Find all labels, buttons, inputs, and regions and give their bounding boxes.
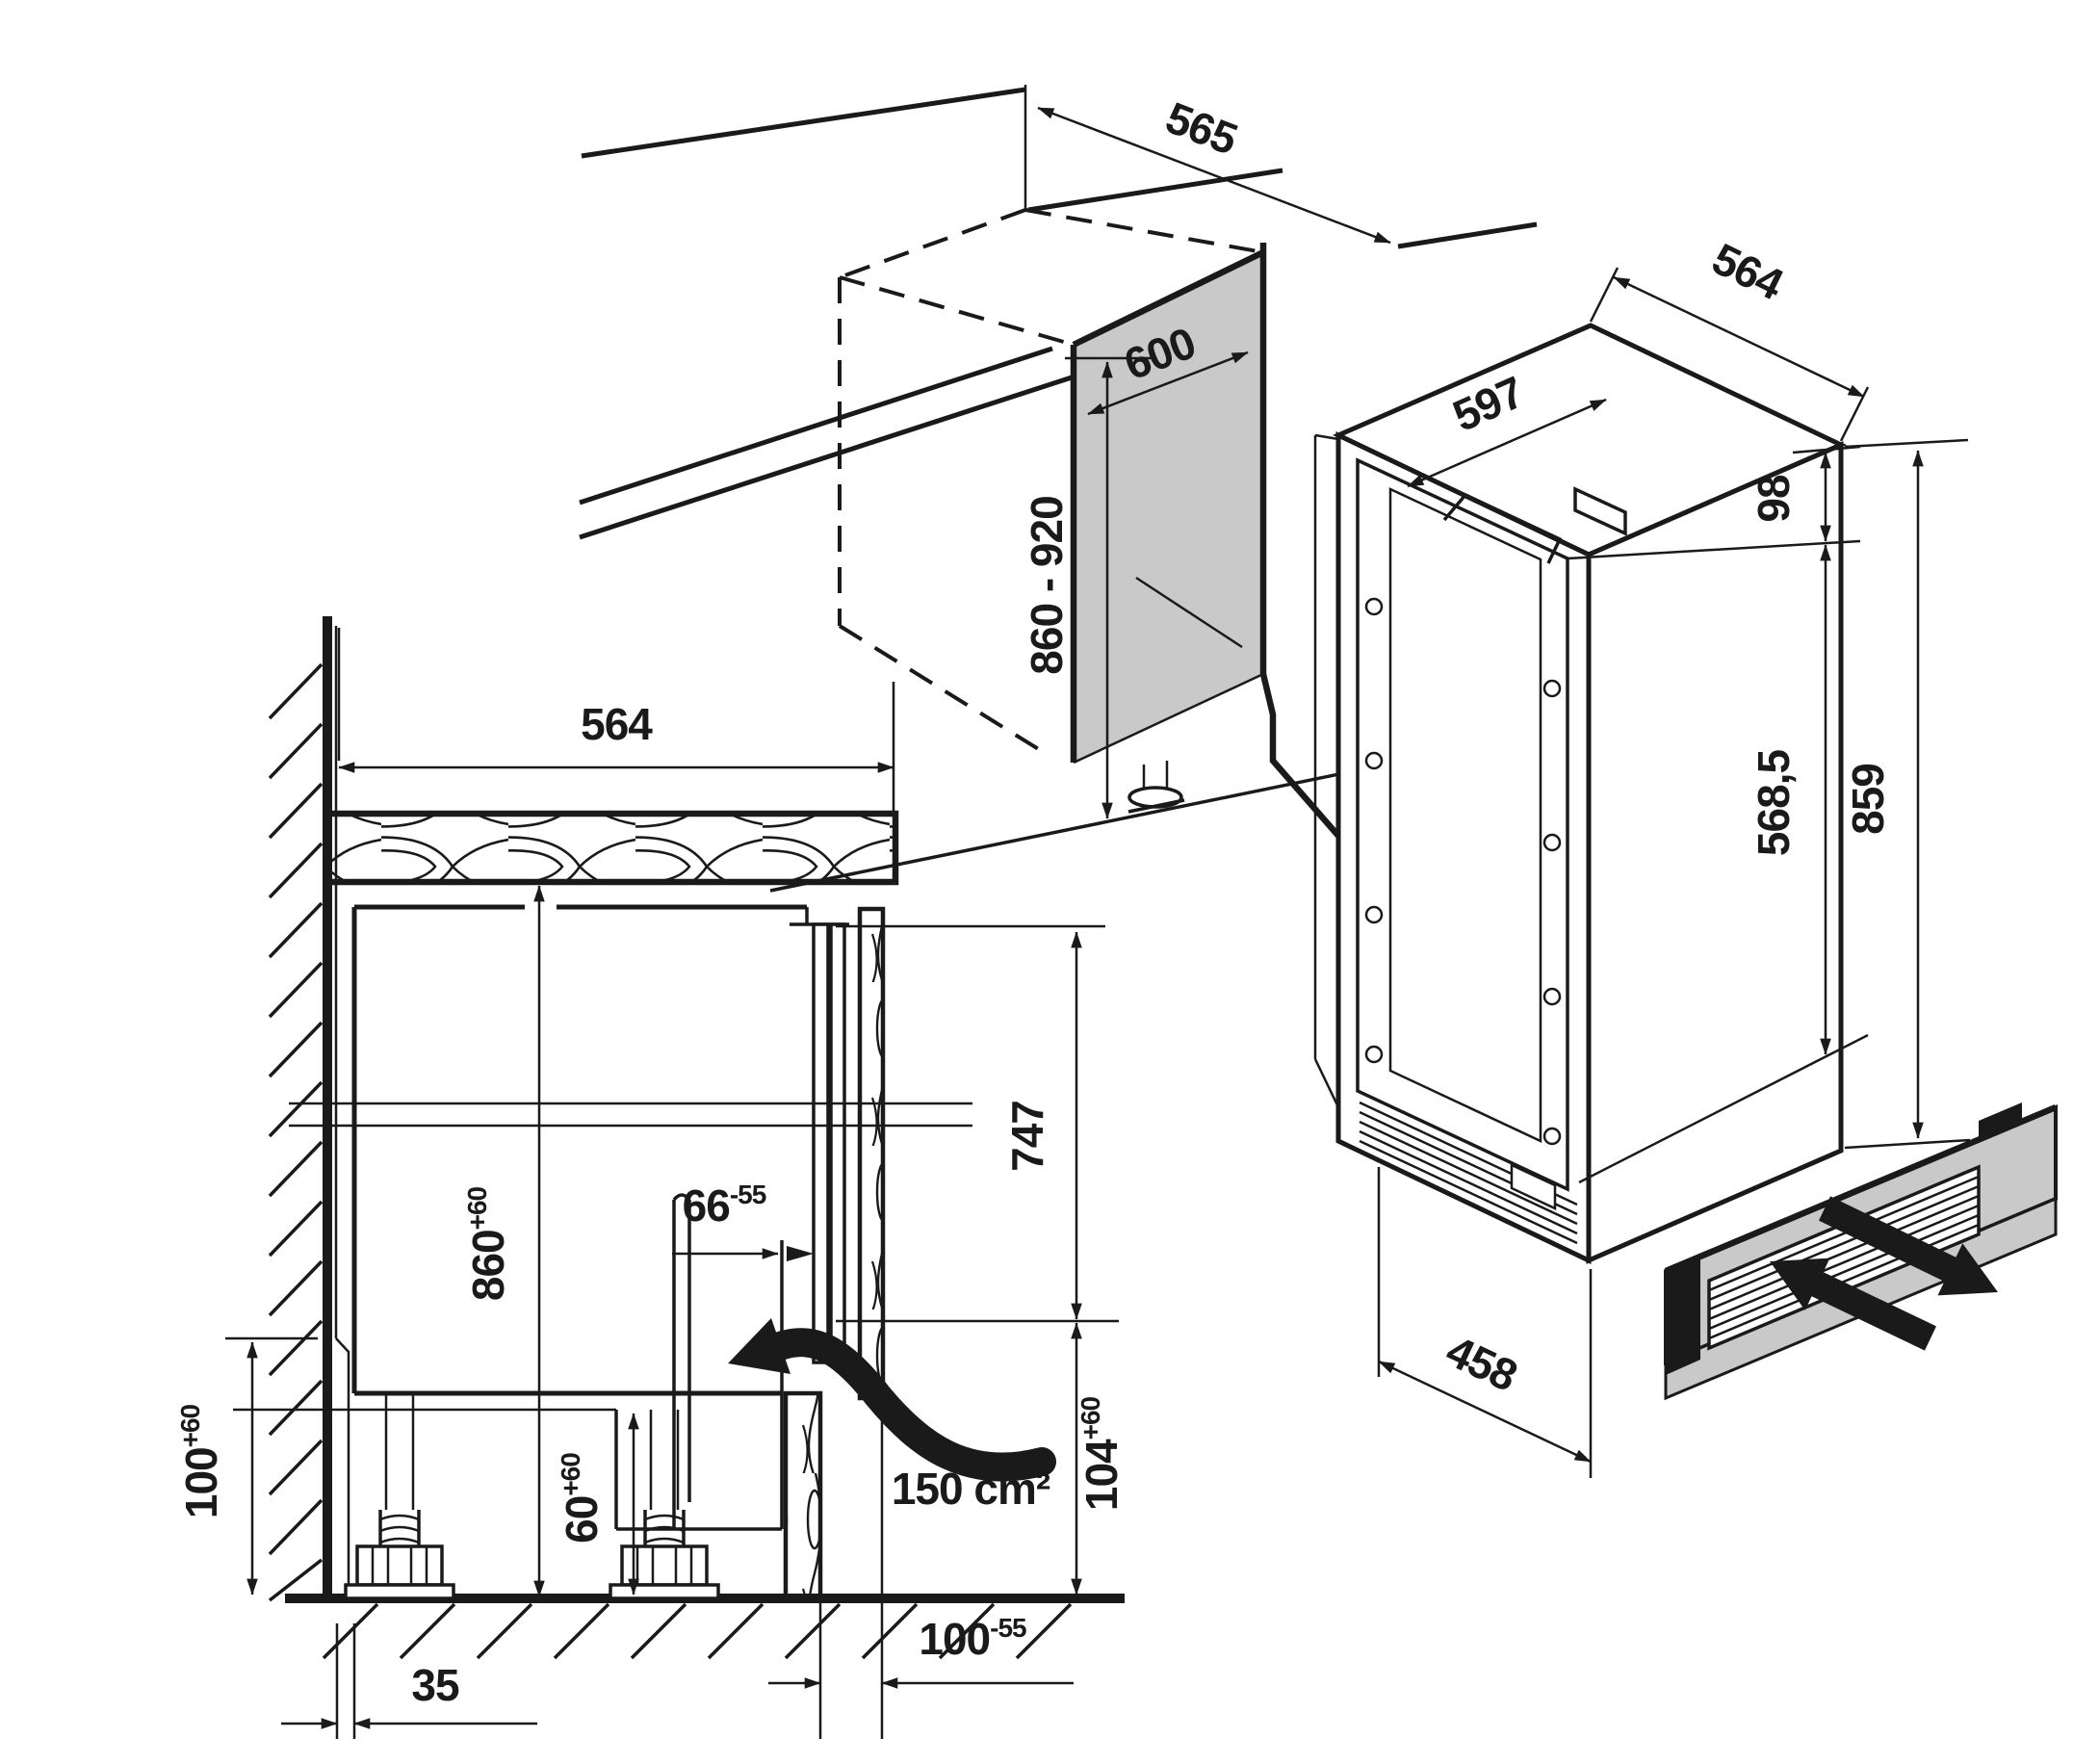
- appliance-bottom-grille: [1359, 1101, 1578, 1245]
- plinth-recess-label: 100-55: [919, 1613, 1026, 1664]
- grille-slats: [1708, 1175, 1980, 1340]
- adjustable-foot-left: [344, 1393, 455, 1600]
- niche-height-label: 860 - 920: [1022, 496, 1072, 674]
- bottom-clearance-label: 60+60: [556, 1453, 607, 1544]
- appliance-depth-label: 564: [1704, 233, 1791, 310]
- door-panel-height-label: 568,5: [1749, 750, 1799, 857]
- total-height-label: 859: [1843, 764, 1893, 835]
- niche-corner-edge: [1259, 243, 1452, 966]
- niche-isometric-view: 565 600 860 - 920: [579, 85, 1538, 966]
- dim-rear-gap: 35: [281, 1623, 537, 1739]
- appliance-door-section: [812, 922, 846, 1364]
- dim-niche-width: 564: [337, 628, 895, 811]
- appliance-isometric-view: 597 564 98 568,5 859 458: [1313, 233, 1971, 1478]
- door-handle-recess: [1442, 486, 1627, 564]
- dim-plinth-recess: 100-55: [768, 1406, 1074, 1739]
- door-height-label: 747: [1002, 1101, 1052, 1172]
- dim-niche-height-iso: 860 - 920: [1022, 356, 1153, 819]
- niche-width-label: 564: [581, 699, 653, 749]
- wall-section: [268, 616, 350, 1602]
- airflow-out-arrow-icon: [1819, 1196, 1998, 1296]
- rear-gap-label: 35: [411, 1660, 459, 1710]
- appliance-door-front: [1356, 457, 1569, 1192]
- vent-height-label: 104+60: [1075, 1396, 1127, 1511]
- appliance-top-edge-label: 98: [1749, 475, 1799, 523]
- dim-door-panel-height: 568,5: [1578, 544, 1869, 1184]
- dim-bottom-clearance: 60+60: [233, 1408, 639, 1595]
- plinth-board-section: [783, 1390, 823, 1601]
- dim-furniture-gap: 66-55: [672, 1180, 814, 1261]
- adjustable-foot-right: [609, 1410, 720, 1600]
- furniture-panel-section: [857, 906, 886, 1401]
- appliance-outline-section: [351, 904, 849, 1396]
- floor-hatching: [322, 1602, 1073, 1660]
- airflow-curve-arrow-icon: [728, 1318, 1056, 1482]
- dim-vent-area: 150 cm²: [892, 1464, 1051, 1514]
- break-lines: [289, 1102, 972, 1128]
- dim-total-height: 859: [1843, 438, 1971, 1150]
- cross-section-view: 564 860+60 747 104+60 66-55 60+60 100+60…: [175, 616, 1127, 1739]
- airflow-in-arrow-icon: [1770, 1258, 1936, 1351]
- cabinet-height-label: 860+60: [462, 1186, 513, 1301]
- vent-grille-detail: [1664, 1102, 2058, 1401]
- furniture-gap-label: 66-55: [683, 1180, 766, 1231]
- dim-appliance-top-edge: 98: [1567, 445, 1861, 560]
- dim-vent-height: 104+60: [836, 1319, 1127, 1595]
- dim-cabinet-height: 860+60: [462, 885, 545, 1597]
- niche-depth-label: 565: [1159, 92, 1244, 165]
- worktop-section: [324, 810, 899, 886]
- wall-hatching: [268, 662, 324, 1602]
- dim-wall-clearance: 100+60: [175, 1336, 318, 1595]
- vent-area-label: 150 cm²: [892, 1464, 1050, 1514]
- niche-dashed-outline: [838, 208, 1264, 755]
- grille-width-label: 458: [1438, 1325, 1524, 1400]
- niche-foot: [1127, 761, 1185, 814]
- dim-door-height: 747: [836, 924, 1105, 1320]
- niche-floor-line: [769, 766, 1368, 893]
- wall-clearance-label: 100+60: [175, 1404, 226, 1518]
